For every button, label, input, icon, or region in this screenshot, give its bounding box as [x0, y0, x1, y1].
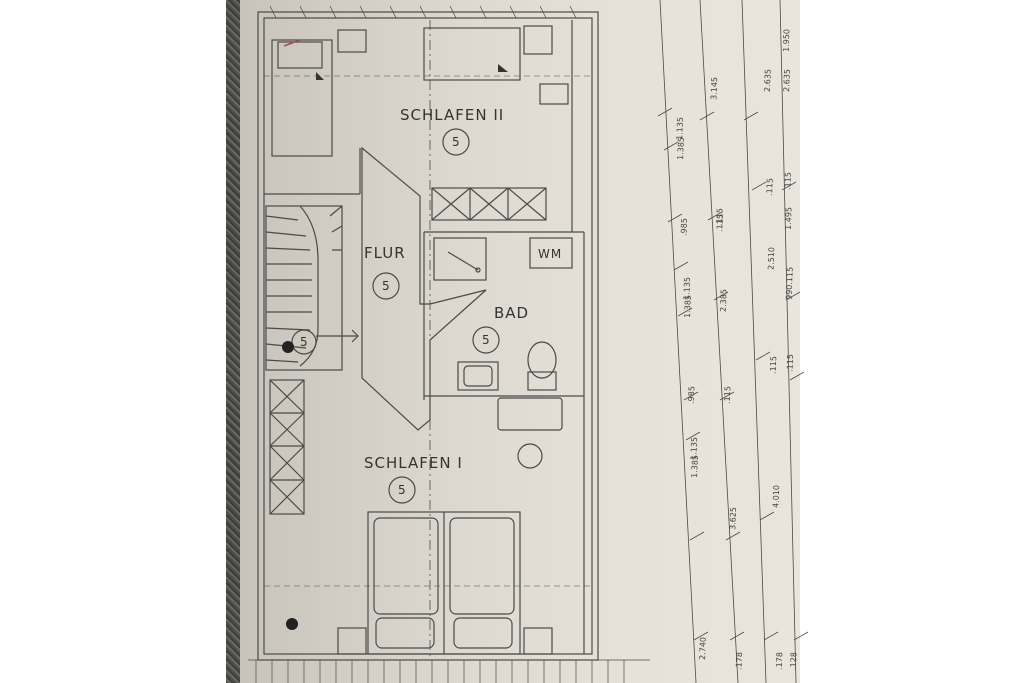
flur-corridor — [361, 146, 487, 431]
dimension-label: 1.385 — [676, 137, 686, 160]
dimension-label: 1.495 — [784, 207, 794, 230]
dimension-label: .115 — [723, 386, 733, 404]
num-bad: 5 — [482, 333, 490, 347]
dimension-label: .115 — [715, 214, 725, 232]
dimension-label: 4.010 — [771, 485, 781, 508]
double-bed — [367, 511, 521, 655]
dimension-label: 2.385 — [719, 289, 729, 312]
dimension-label: 1.385 — [690, 455, 700, 478]
pin-bottom — [286, 618, 298, 630]
bed-top-left — [271, 39, 333, 157]
room-number-circle-schlafen-2 — [442, 128, 470, 156]
dimension-lines — [657, 0, 809, 683]
label-flur: FLUR — [364, 244, 406, 262]
dimension-label: 1.950 — [782, 29, 792, 52]
dimension-label: 3.625 — [728, 507, 738, 530]
dimension-label: 3.145 — [709, 77, 719, 100]
nightstand-left — [337, 627, 367, 655]
room-number-circle-schlafen-1 — [388, 476, 416, 504]
shower-tray — [433, 237, 487, 281]
nightstand-2 — [523, 25, 553, 55]
room-number-circle-bad — [472, 326, 500, 354]
room-number-circle-flur — [372, 272, 400, 300]
label-schlafen-1: SCHLAFEN I — [364, 454, 463, 472]
dimension-label: .128 — [789, 652, 799, 670]
label-bad: BAD — [494, 304, 529, 322]
dimension-label: .115 — [785, 354, 795, 372]
dimension-label: 1.135 — [675, 117, 685, 140]
dimension-label: .115 — [769, 356, 779, 374]
staircase — [265, 205, 359, 371]
top-wall-hatch — [258, 5, 598, 19]
dimension-label: 1.135 — [682, 277, 692, 300]
room-number-circle-stair — [291, 329, 317, 355]
bed-schlafen-2 — [423, 27, 521, 81]
dimension-label: .115 — [715, 208, 725, 226]
num-stair: 5 — [300, 335, 308, 349]
wardrobe-schlafen-1 — [269, 379, 305, 515]
dimension-label: .115 — [783, 172, 793, 190]
dimension-label: 1.135 — [689, 437, 699, 460]
dimension-label: 2.635 — [763, 69, 773, 92]
dimension-label: 2.510 — [767, 247, 777, 270]
dimension-label: 1.385 — [683, 295, 693, 318]
dimension-label: .178 — [734, 652, 744, 670]
dimension-label: 2.740 — [698, 637, 708, 660]
pin-top — [282, 341, 294, 353]
nightstand — [337, 29, 367, 53]
dimension-label: .178 — [775, 652, 785, 670]
toilet — [527, 341, 557, 391]
desk — [497, 397, 563, 431]
dimension-label: .985 — [679, 218, 689, 236]
nightstand-right — [523, 627, 553, 655]
num-flur: 5 — [382, 279, 390, 293]
chair — [517, 443, 543, 469]
dimension-label: .985 — [687, 386, 697, 404]
num-schlafen-1: 5 — [398, 483, 406, 497]
shelf-2 — [539, 83, 569, 105]
bottom-wall-hatch — [248, 659, 650, 683]
num-schlafen-2: 5 — [452, 135, 460, 149]
wardrobe-schlafen-2 — [431, 187, 547, 221]
pillow-top-left — [277, 41, 323, 69]
label-schlafen-2: SCHLAFEN II — [400, 106, 504, 124]
dimension-label: 990.115 — [785, 267, 795, 300]
dimension-label: 2.635 — [782, 69, 792, 92]
sink — [457, 361, 499, 391]
label-wm: WM — [538, 247, 562, 261]
wm-box — [529, 237, 573, 269]
dimension-label: .115 — [765, 178, 775, 196]
